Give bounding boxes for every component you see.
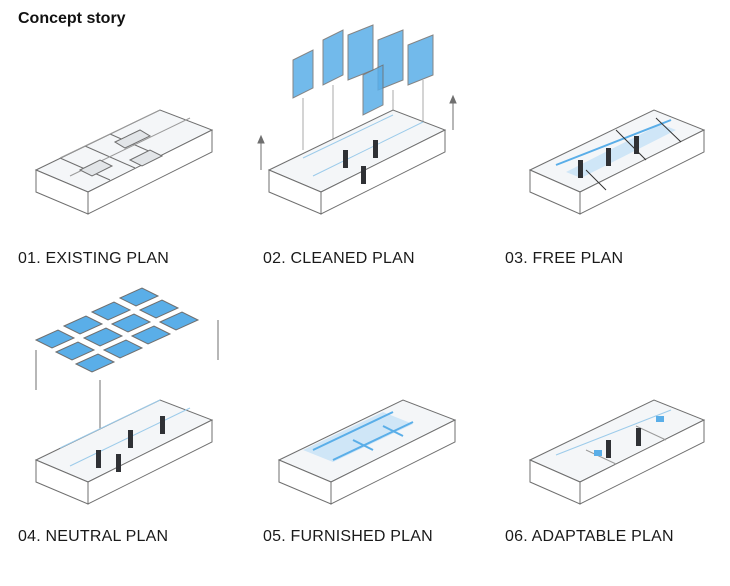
caption-neutral-plan: 04. NEUTRAL PLAN: [18, 528, 169, 545]
page-title: Concept story: [18, 10, 126, 27]
diagram-cleaned-plan: 02. CLEANED PLAN: [243, 0, 486, 290]
caption-free-plan: 03. FREE PLAN: [505, 250, 624, 267]
adaptable-plan-drawing: [528, 399, 706, 505]
diagram-furnished-plan: 05. FURNISHED PLAN: [243, 290, 486, 586]
diagram-free-plan: 03. FREE PLAN: [486, 0, 730, 290]
diagram-neutral-plan: 04. NEUTRAL PLAN: [0, 287, 243, 586]
caption-cleaned-plan: 02. CLEANED PLAN: [263, 250, 415, 267]
caption-furnished-plan: 05. FURNISHED PLAN: [263, 528, 433, 545]
cleaned-plan-drawing: [257, 24, 457, 215]
free-plan-drawing: [528, 109, 706, 215]
diagram-existing-plan: 01. EXISTING PLAN: [0, 0, 243, 290]
caption-adaptable-plan: 06. ADAPTABLE PLAN: [505, 528, 674, 545]
furnished-plan-drawing: [277, 399, 457, 505]
diagram-adaptable-plan: 06. ADAPTABLE PLAN: [486, 290, 730, 586]
caption-existing-plan: 01. EXISTING PLAN: [18, 250, 170, 267]
neutral-plan-drawing: [34, 287, 219, 505]
existing-plan-drawing: [34, 109, 214, 215]
